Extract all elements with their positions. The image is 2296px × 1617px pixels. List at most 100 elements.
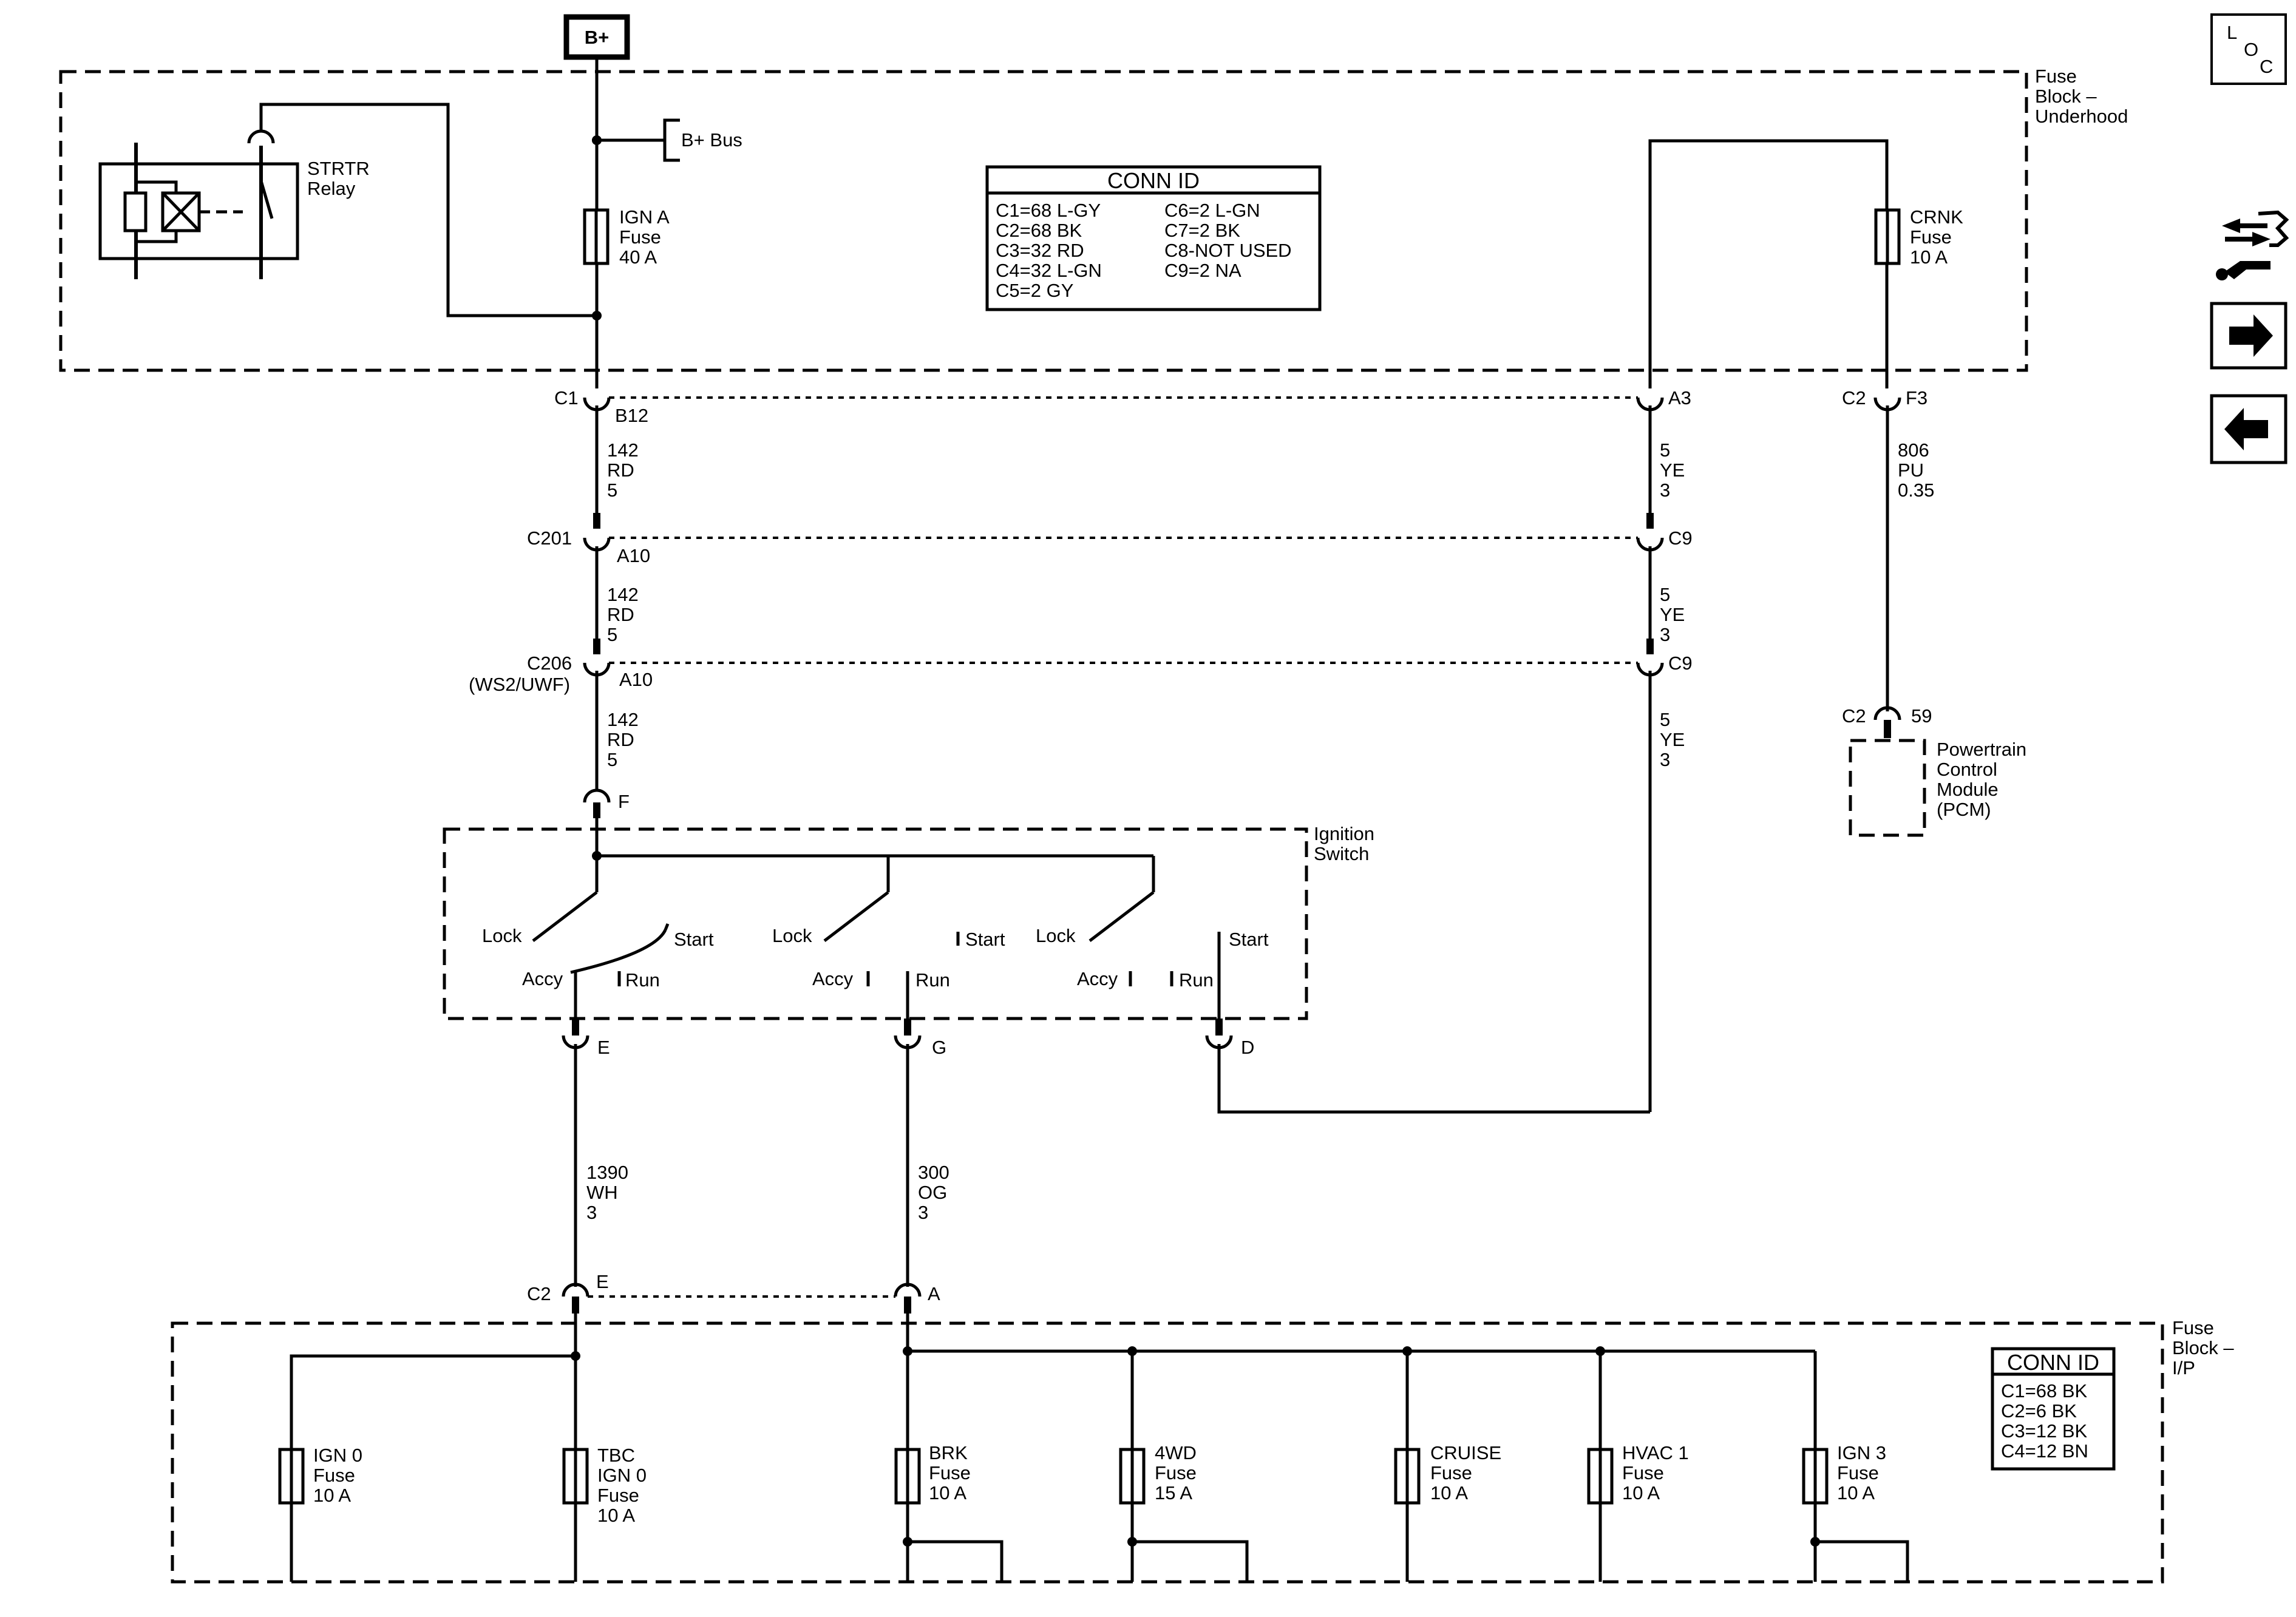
cruise-fuse-label-2: Fuse bbox=[1430, 1462, 1472, 1483]
4wd-fuse-label-3: 15 A bbox=[1155, 1482, 1192, 1503]
ign-a-fuse-label-1: IGN A bbox=[619, 206, 670, 228]
pin-g-label: G bbox=[932, 1037, 946, 1058]
ignition-switch-title-2: Switch bbox=[1314, 843, 1369, 864]
wire-300-1: 300 bbox=[918, 1162, 949, 1183]
conn-id-uh-right-3: C8-NOT USED bbox=[1164, 240, 1292, 261]
conn-id-uh-left-5: C5=2 GY bbox=[996, 280, 1073, 301]
wire-5-b-3: 3 bbox=[1660, 624, 1670, 645]
conn-c206-label: C206 bbox=[527, 653, 572, 674]
wire-5-b-2: YE bbox=[1660, 604, 1685, 625]
wire-5-c-1: 5 bbox=[1660, 709, 1670, 730]
conn-c201-label: C201 bbox=[527, 527, 572, 549]
conn-id-uh-right-2: C7=2 BK bbox=[1164, 220, 1240, 241]
pin-c9-label-1: C9 bbox=[1668, 527, 1693, 549]
loc-o: O bbox=[2244, 39, 2258, 60]
ign-3-fuse-label-3: 10 A bbox=[1837, 1482, 1875, 1503]
ign-0-fuse-label-1: IGN 0 bbox=[313, 1445, 362, 1466]
sw2-run-label: Run bbox=[915, 969, 950, 991]
conn-id-uh-right-4: C9=2 NA bbox=[1164, 260, 1241, 281]
ip-block-title-3: I/P bbox=[2172, 1357, 2195, 1378]
wire-806-2: PU bbox=[1898, 459, 1924, 481]
ign-0-fuse-label-3: 10 A bbox=[313, 1485, 351, 1506]
ign-3-fuse-label-1: IGN 3 bbox=[1837, 1442, 1886, 1463]
sw3-run-label: Run bbox=[1179, 969, 1214, 991]
brk-fuse-label-1: BRK bbox=[929, 1442, 968, 1463]
tbc-fuse-label-2: IGN 0 bbox=[597, 1465, 647, 1486]
pin-a3-label: A3 bbox=[1668, 387, 1691, 408]
arrow-right-icon[interactable] bbox=[2210, 302, 2288, 370]
strtr-relay bbox=[98, 162, 299, 260]
pin-f3-label: F3 bbox=[1906, 387, 1927, 408]
strtr-relay-label-1: STRTR bbox=[307, 158, 370, 179]
sw1-accy-label: Accy bbox=[522, 968, 563, 989]
ip-block-title-1: Fuse bbox=[2172, 1317, 2214, 1338]
conn-id-ip-title: CONN ID bbox=[2007, 1350, 2099, 1375]
ignition-switch-title-1: Ignition bbox=[1314, 823, 1374, 844]
conn-id-uh-left-2: C2=68 BK bbox=[996, 220, 1082, 241]
crnk-fuse-label-2: Fuse bbox=[1910, 226, 1952, 248]
wire-142-a-2: RD bbox=[607, 459, 634, 481]
wire-806-3: 0.35 bbox=[1898, 480, 1934, 501]
conn-id-uh-left-4: C4=32 L-GN bbox=[996, 260, 1102, 281]
uh-block-title-1: Fuse bbox=[2035, 66, 2077, 87]
component-tool-icon[interactable] bbox=[2216, 210, 2289, 280]
b-plus-bus-label: B+ Bus bbox=[681, 129, 742, 151]
cruise-fuse-label-3: 10 A bbox=[1430, 1482, 1468, 1503]
sw1-start-label: Start bbox=[674, 929, 714, 950]
ignition-switch bbox=[443, 827, 1308, 1020]
wire-1390-1: 1390 bbox=[586, 1162, 628, 1183]
pin-c9-label-2: C9 bbox=[1668, 653, 1693, 674]
pin-b12-label: B12 bbox=[615, 405, 648, 426]
wire-1390-2: WH bbox=[586, 1182, 618, 1203]
sw1-lock-label: Lock bbox=[482, 925, 522, 946]
wire-5-b-1: 5 bbox=[1660, 584, 1670, 605]
pcm-label-2: Control bbox=[1937, 759, 1997, 780]
conn-id-uh-right-1: C6=2 L-GN bbox=[1164, 200, 1260, 221]
pcm-label-3: Module bbox=[1937, 779, 1999, 800]
crnk-fuse-label-3: 10 A bbox=[1910, 246, 1948, 268]
strtr-relay-label-2: Relay bbox=[307, 178, 356, 199]
ip-block-title-2: Block – bbox=[2172, 1337, 2234, 1358]
ign-a-fuse-label-2: Fuse bbox=[619, 226, 661, 248]
loc-l: L bbox=[2227, 22, 2237, 43]
ign-a-fuse-label-3: 40 A bbox=[619, 246, 657, 268]
wire-142-b-3: 5 bbox=[607, 624, 617, 645]
fuse-block-underhood bbox=[59, 70, 2028, 372]
sw1-run-label: Run bbox=[625, 969, 660, 991]
cruise-fuse-label-1: CRUISE bbox=[1430, 1442, 1501, 1463]
hvac-1-fuse-label-3: 10 A bbox=[1622, 1482, 1660, 1503]
pin-a10-label-2: A10 bbox=[619, 669, 653, 690]
pin-a10-label-1: A10 bbox=[617, 545, 650, 566]
pcm-label-1: Powertrain bbox=[1937, 739, 2026, 760]
conn-c206-sublabel: (WS2/UWF) bbox=[469, 674, 570, 695]
wire-142-a-3: 5 bbox=[607, 480, 617, 501]
wire-142-c-1: 142 bbox=[607, 709, 639, 730]
pin-f-label: F bbox=[618, 791, 630, 812]
wire-5-a-3: 3 bbox=[1660, 480, 1670, 501]
conn-id-ip-row-4: C4=12 BN bbox=[2001, 1440, 2088, 1462]
tbc-fuse-label-3: Fuse bbox=[597, 1485, 639, 1506]
ign-3-fuse-label-2: Fuse bbox=[1837, 1462, 1879, 1483]
wire-5-a-2: YE bbox=[1660, 459, 1685, 481]
4wd-fuse-label-1: 4WD bbox=[1155, 1442, 1197, 1463]
conn-id-ip-table bbox=[1991, 1347, 2116, 1471]
sw2-accy-label: Accy bbox=[812, 968, 854, 989]
arrow-left-icon[interactable] bbox=[2210, 394, 2288, 464]
conn-id-ip-row-2: C2=6 BK bbox=[2001, 1400, 2077, 1422]
conn-c2-label-f3: C2 bbox=[1842, 387, 1866, 408]
wire-1390-3: 3 bbox=[586, 1202, 597, 1223]
pin-59-label: 59 bbox=[1911, 705, 1932, 727]
power-source-label: B+ bbox=[585, 27, 610, 48]
conn-id-underhood-table bbox=[985, 165, 1322, 311]
wire-142-c-2: RD bbox=[607, 729, 634, 750]
uh-block-title-3: Underhood bbox=[2035, 106, 2128, 127]
wire-5-c-3: 3 bbox=[1660, 749, 1670, 770]
sw2-lock-label: Lock bbox=[772, 925, 812, 946]
location-icon[interactable]: L O C bbox=[2210, 13, 2287, 85]
pcm-module bbox=[1849, 739, 1926, 837]
sw3-accy-label: Accy bbox=[1077, 968, 1118, 989]
pin-d-label: D bbox=[1241, 1037, 1254, 1058]
conn-id-ip-row-1: C1=68 BK bbox=[2001, 1380, 2088, 1402]
conn-c2-ip-label: C2 bbox=[527, 1283, 551, 1304]
